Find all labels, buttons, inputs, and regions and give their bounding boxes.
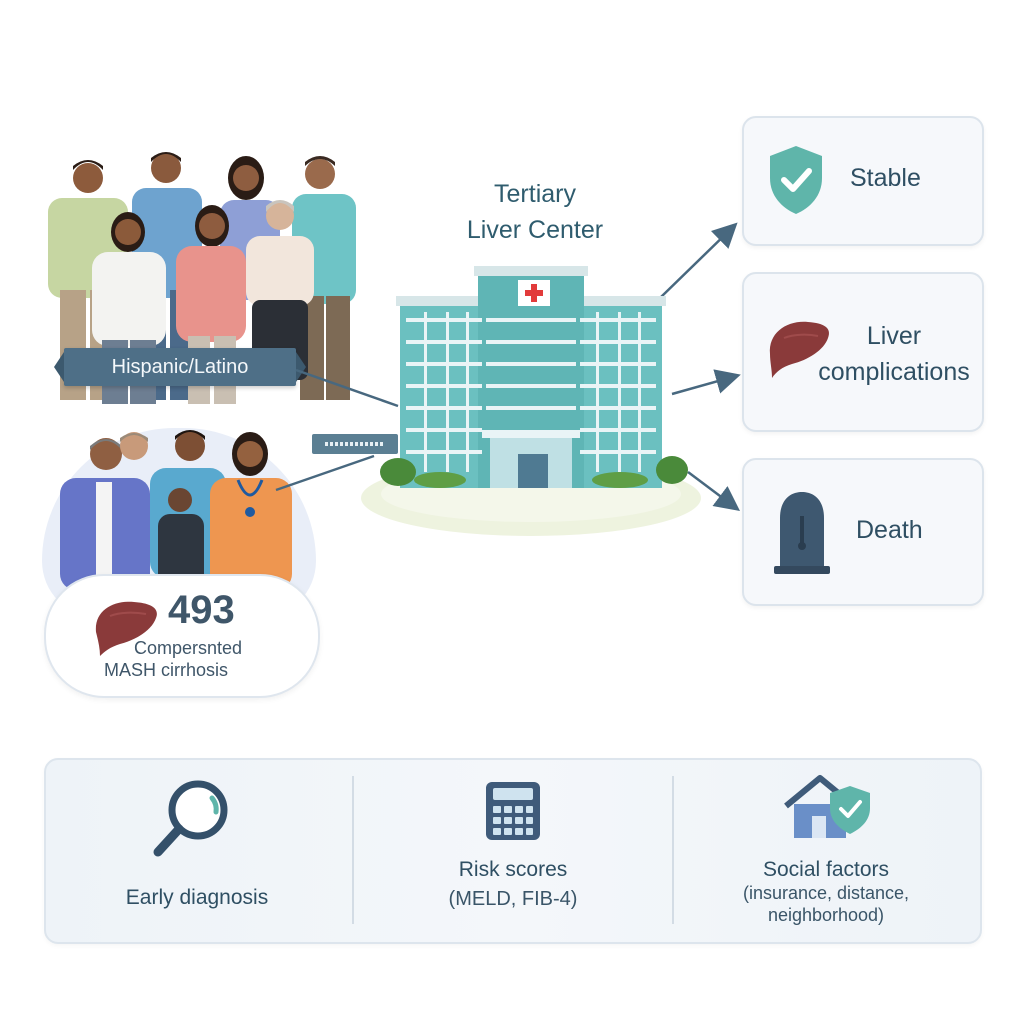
panel-divider [672,776,674,924]
factor-early-diagnosis-label: Early diagnosis [125,886,269,909]
outcome-death-card: Death [742,458,984,606]
panel-divider [352,776,354,924]
outcome-liver-label-line2: complications [818,358,970,386]
outcome-liver-complications-label: Liver complications [804,318,984,390]
arrow-to-death [687,471,740,511]
factor-risk-scores-label: Risk scores [458,858,568,881]
factor-social-sub-line1: (insurance, distance, [742,883,910,903]
liver-icon [95,601,157,656]
cohort-group-illustration [60,430,292,590]
person [210,432,292,590]
center-title-line2: Liver Center [466,216,604,244]
factor-social-label: Social factors [762,858,890,881]
cohort-description-line1: Compersnted [134,638,243,658]
cohort-card [44,574,320,698]
factor-social-sub: (insurance, distance, neighborhood) [712,882,940,926]
calculator-icon [486,782,540,840]
population-group-illustration [48,152,356,404]
outcome-liver-complications-card: Liver complications [742,272,984,432]
home-shield-icon [784,775,870,838]
arrow-to-stable [659,222,738,299]
arrow-to-liver-complications [671,369,741,396]
person [60,438,150,590]
cohort-description-line2: MASH cirrhosis [104,660,229,680]
input-arrow [275,454,375,492]
center-title: Tertiary Liver Center [430,176,640,248]
shield-check-icon [770,146,822,214]
hospital-building-icon [361,266,701,536]
liver-icon [769,321,830,378]
input-arrow [295,368,399,408]
person [92,212,166,404]
outcome-stable-label: Stable [850,164,921,192]
population-label: Hispanic/Latino [111,355,249,378]
outcome-liver-label-line1: Liver [866,322,922,350]
cohort-count: 493 [168,588,235,632]
magnifier-icon [153,780,228,857]
factor-social-sub-line2: neighborhood) [767,905,885,925]
tombstone-icon [774,492,830,574]
person [158,488,204,590]
outcome-death-label: Death [856,516,923,544]
outcome-stable-card: Stable [742,116,984,246]
person [120,432,148,460]
factor-risk-scores-sub: (MELD, FIB-4) [448,888,578,910]
center-title-line1: Tertiary [494,180,576,208]
population-label-banner: Hispanic/Latino [54,348,306,386]
cohort-tag [312,434,398,454]
